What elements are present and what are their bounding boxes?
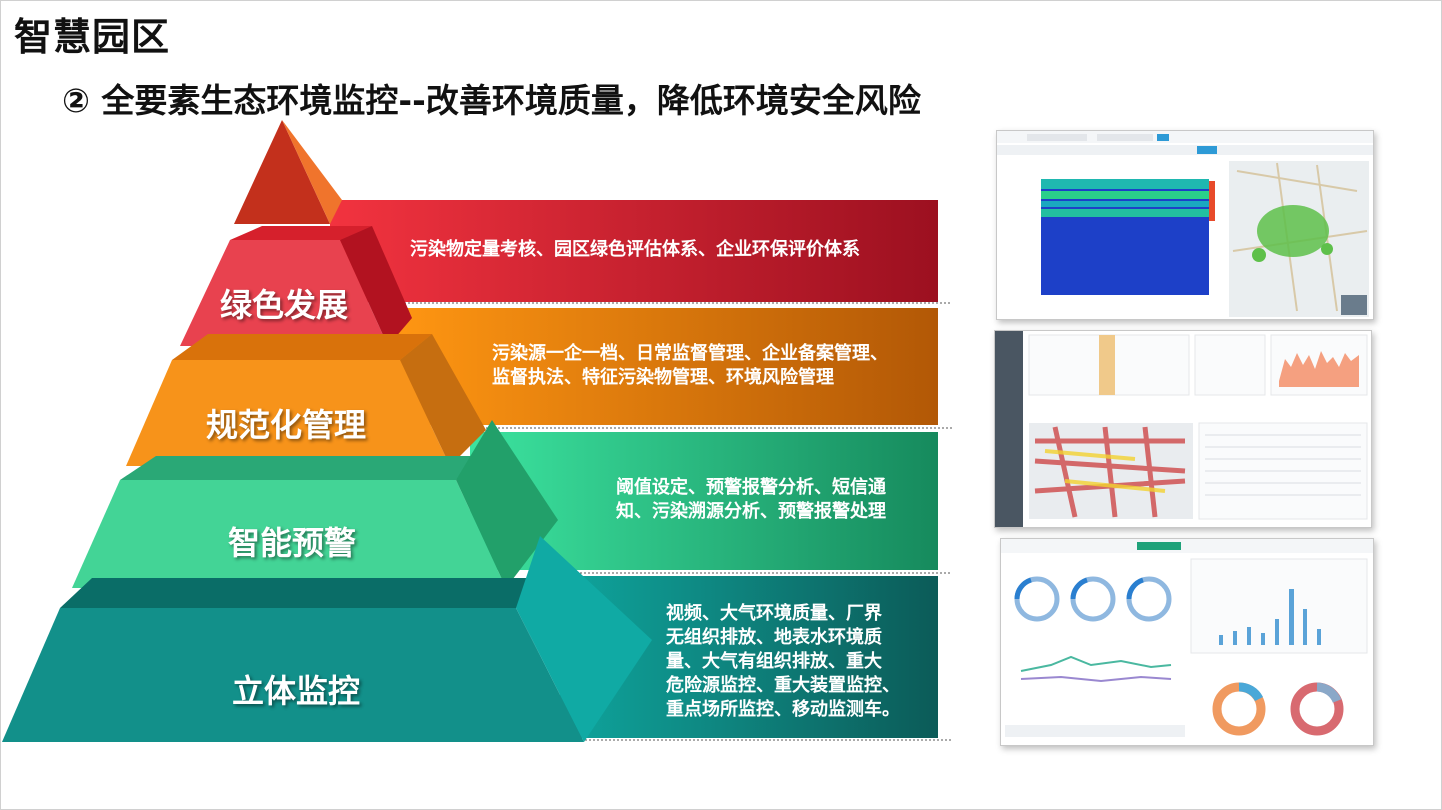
- pyramid-tier-red-side: [340, 226, 412, 346]
- thumbnail-1-image: [997, 131, 1373, 317]
- page-title: 智慧园区: [14, 15, 171, 59]
- band-green: [470, 432, 938, 570]
- desc-line: 无组织排放、地表水环境质: [666, 627, 882, 648]
- pyramid-tier-orange-side: [400, 334, 486, 466]
- band-teal: [560, 576, 938, 738]
- pyramid-tier-green-top: [120, 456, 492, 480]
- pyramid-tier-green-side: [456, 420, 558, 588]
- desc-line: 重点场所监控、移动监测车。: [666, 699, 900, 720]
- pyramid-tier-teal-top: [60, 578, 550, 608]
- screenshot-thumbnail-gauges: [1000, 538, 1374, 746]
- desc-line: 阈值设定、预警报警分析、短信通: [616, 477, 886, 498]
- tier-desc-green-development: 污染物定量考核、园区绿色评估体系、企业环保评价体系: [410, 238, 930, 262]
- tier-label-3d-monitoring: 立体监控: [231, 672, 360, 710]
- tier-desc-3d-monitoring: 视频、大气环境质量、厂界 无组织排放、地表水环境质 量、大气有组织排放、重大 危…: [666, 602, 932, 722]
- thumbnail-2-image: [995, 331, 1368, 527]
- band-red: [330, 200, 938, 302]
- tier-label-smart-warning: 智能预警: [227, 524, 356, 562]
- pyramid-tier-orange-front: [126, 360, 450, 466]
- desc-line: 监督执法、特征污染物管理、环境风险管理: [492, 367, 834, 388]
- tier-desc-smart-warning: 阈值设定、预警报警分析、短信通 知、污染溯源分析、预警报警处理: [616, 476, 926, 524]
- desc-line: 量、大气有组织排放、重大: [666, 651, 882, 672]
- pyramid-tier-teal-side: [516, 536, 652, 742]
- screenshot-thumbnail-data-analysis: [996, 130, 1374, 320]
- pyramid-tier-green-front: [72, 480, 506, 588]
- pyramid-tier-red-top: [230, 226, 372, 240]
- desc-line: 知、污染溯源分析、预警报警处理: [616, 501, 886, 522]
- tier-label-standardized-management: 规范化管理: [205, 406, 366, 444]
- pyramid-apex-left: [234, 120, 330, 224]
- pyramid-tier-teal-front: [2, 608, 584, 742]
- desc-line: 污染源一企一档、日常监督管理、企业备案管理、: [492, 343, 888, 364]
- desc-line: 危险源监控、重大装置监控、: [666, 675, 900, 696]
- screenshot-thumbnail-heat-map: [994, 330, 1372, 528]
- tier-desc-standardized-management: 污染源一企一档、日常监督管理、企业备案管理、 监督执法、特征污染物管理、环境风险…: [492, 342, 932, 390]
- page-subtitle: ② 全要素生态环境监控--改善环境质量，降低环境安全风险: [62, 81, 921, 120]
- pyramid-apex-right: [282, 120, 342, 224]
- desc-line: 污染物定量考核、园区绿色评估体系、企业环保评价体系: [410, 239, 860, 260]
- tier-label-green-development: 绿色发展: [219, 286, 348, 324]
- band-orange: [395, 308, 938, 425]
- desc-line: 视频、大气环境质量、厂界: [666, 603, 882, 624]
- thumbnail-3-image: [1001, 539, 1373, 737]
- pyramid-tier-orange-top: [172, 334, 432, 360]
- pyramid-tier-red-front: [180, 240, 388, 346]
